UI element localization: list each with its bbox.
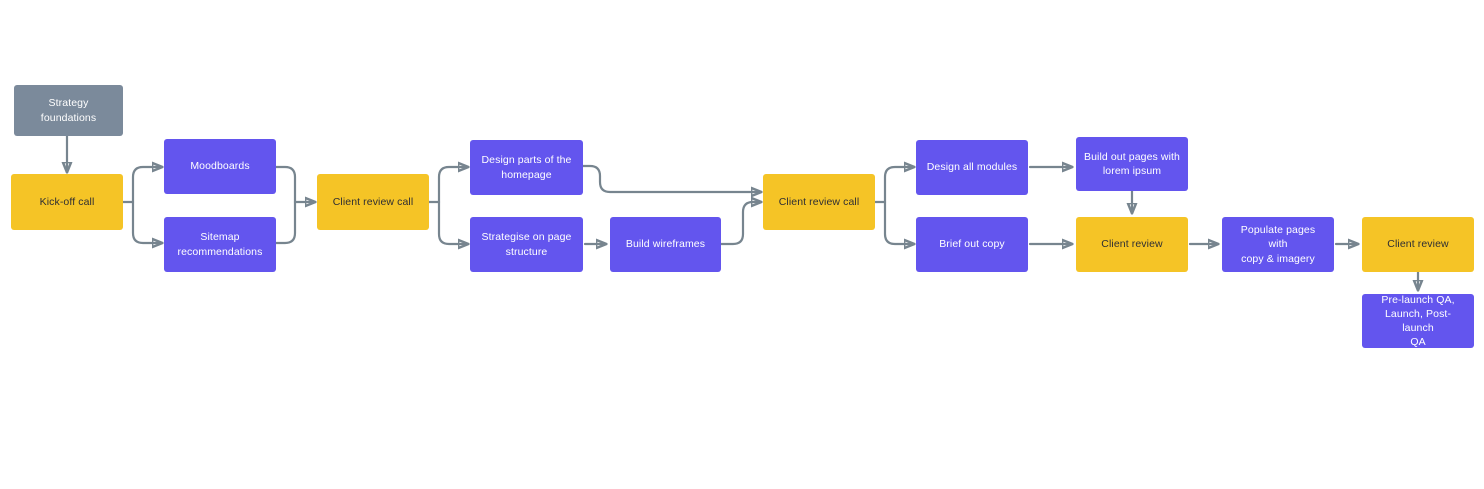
edge-review2-to-brief-copy [883,200,914,244]
node-strategise-page-structure[interactable]: Strategise on page structure [470,217,583,272]
node-client-review-2[interactable]: Client review [1362,217,1474,272]
node-label: Sitemap recommendations [177,231,263,258]
node-label: Strategy foundations [40,97,97,124]
node-label: Build out pages with lorem ipsum [1084,150,1180,177]
node-label: Kick-off call [39,195,95,208]
node-moodboards[interactable]: Moodboards [164,139,276,194]
edge-design-parts-to-review2 [581,164,761,192]
edge-sitemap-merge [274,200,297,245]
node-label: Brief out copy [939,238,1005,251]
edge-review2-to-design-modules [883,167,914,204]
node-label: Client review call [332,195,414,208]
node-label: Client review call [778,195,860,208]
node-build-out-pages[interactable]: Build out pages with lorem ipsum [1076,137,1188,191]
node-strategy-foundations[interactable]: Strategy foundations [14,85,123,136]
node-build-wireframes[interactable]: Build wireframes [610,217,721,272]
node-label: Design parts of the homepage [481,154,572,181]
node-label: Moodboards [190,160,250,173]
node-kick-off-call[interactable]: Kick-off call [11,174,123,230]
node-client-review-call-2[interactable]: Client review call [763,174,875,230]
edge-review1-to-strategise [437,200,468,244]
edge-wireframes-to-review2 [719,202,761,246]
node-label: Strategise on page structure [481,231,572,258]
node-client-review-call-1[interactable]: Client review call [317,174,429,230]
node-design-parts-homepage[interactable]: Design parts of the homepage [470,140,583,195]
node-populate-pages[interactable]: Populate pages with copy & imagery [1222,217,1334,272]
edge-kickoff-to-moodboards [131,167,162,204]
node-design-all-modules[interactable]: Design all modules [916,140,1028,195]
node-pre-launch-qa[interactable]: Pre-launch QA, Launch, Post-launch QA [1362,294,1474,348]
node-brief-out-copy[interactable]: Brief out copy [916,217,1028,272]
edge-moodboards-merge [274,165,297,204]
edge-kickoff-to-sitemap [131,200,162,243]
node-label: Populate pages with copy & imagery [1240,224,1316,265]
node-label: Pre-launch QA, Launch, Post-launch QA [1381,293,1455,349]
node-client-review-1[interactable]: Client review [1076,217,1188,272]
node-label: Design all modules [926,161,1018,174]
edge-review1-to-design-parts [437,167,468,204]
node-label: Build wireframes [625,238,706,251]
node-label: Client review [1101,238,1163,251]
node-label: Client review [1387,238,1449,251]
node-sitemap-recommendations[interactable]: Sitemap recommendations [164,217,276,272]
